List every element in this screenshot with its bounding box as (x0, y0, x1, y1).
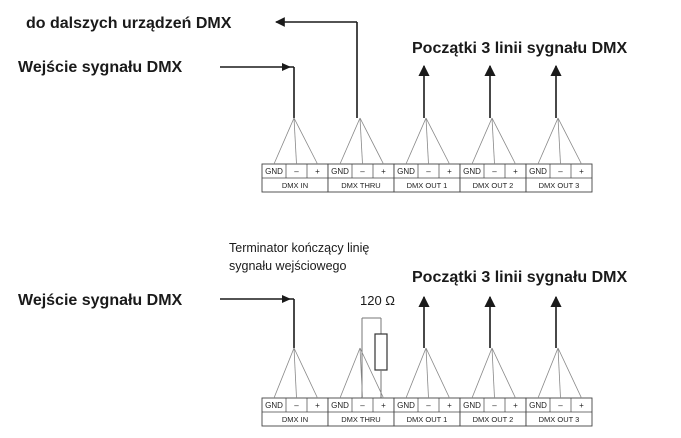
wire-fan-line (471, 117, 493, 165)
wire-fan-line (405, 117, 427, 165)
terminal-pin-label: GND (463, 167, 481, 176)
wire-fan-line (557, 347, 582, 399)
wire-fan-line (491, 117, 516, 165)
wire-fan-line (293, 347, 318, 399)
terminal-pin-label: + (381, 401, 386, 410)
wire-fan-line (405, 347, 427, 399)
wire-fan-line (537, 117, 559, 165)
terminal-pin-label: + (315, 167, 320, 176)
terminal-pin-label: GND (397, 167, 415, 176)
terminal-pin-label: + (315, 401, 320, 410)
terminator-caption-line1: Terminator kończący linię (229, 241, 369, 255)
terminal-pin-label: – (558, 167, 563, 176)
port-label: DMX OUT 3 (539, 181, 580, 190)
terminal-pin-label: + (579, 401, 584, 410)
wire-fan-line (339, 347, 361, 399)
wire-fan-line (425, 347, 450, 399)
terminal-pin-label: GND (265, 167, 283, 176)
terminal-pin-label: GND (529, 167, 547, 176)
terminal-pin-label: GND (463, 401, 481, 410)
terminal-pin-label: GND (331, 401, 349, 410)
wire-fan-line (491, 347, 495, 399)
port-label: DMX OUT 2 (473, 181, 514, 190)
terminal-pin-label: GND (265, 401, 283, 410)
terminal-pin-label: – (360, 167, 365, 176)
wire-fan-line (471, 347, 493, 399)
wire-fan-line (425, 117, 429, 165)
bottom-port-block: GND – + DMX IN (261, 347, 329, 427)
port-label: DMX THRU (341, 181, 380, 190)
terminal-pin-label: + (447, 401, 452, 410)
wire-fan-line (359, 117, 384, 165)
terminal-pin-label: – (492, 401, 497, 410)
top-port-block: GND – + DMX OUT 2 (459, 117, 527, 193)
port-label: DMX OUT 3 (539, 415, 580, 424)
arrowhead-right (282, 63, 291, 71)
wire-fan-line (491, 117, 495, 165)
terminal-pin-label: – (558, 401, 563, 410)
resistor-value-label: 120 Ω (360, 293, 395, 308)
port-label: DMX OUT 1 (407, 181, 448, 190)
terminal-pin-label: – (294, 167, 299, 176)
terminal-pin-label: – (426, 167, 431, 176)
bottom-port-block: GND – + DMX OUT 2 (459, 347, 527, 427)
terminal-pin-label: + (513, 167, 518, 176)
port-label: DMX OUT 1 (407, 415, 448, 424)
bottom-port-block: GND – + DMX OUT 1 (393, 347, 461, 427)
wire-fan-line (293, 347, 297, 399)
terminal-pin-label: + (513, 401, 518, 410)
wire-fan-line (557, 347, 561, 399)
wire-fan-line (339, 117, 361, 165)
label-signal-input-bottom: Wejście sygnału DMX (18, 292, 183, 309)
terminal-pin-label: + (381, 167, 386, 176)
top-port-block: GND – + DMX OUT 3 (525, 117, 593, 193)
wire-fan-line (359, 347, 363, 399)
terminal-pin-label: – (294, 401, 299, 410)
resistor-body (374, 333, 388, 371)
bottom-port-block: GND – + DMX OUT 3 (525, 347, 593, 427)
top-port-block: GND – + DMX OUT 1 (393, 117, 461, 193)
arrowhead-right (282, 295, 291, 303)
terminal-pin-label: GND (397, 401, 415, 410)
wire-fan-line (491, 347, 516, 399)
terminal-pin-label: – (426, 401, 431, 410)
label-signal-outputs-bottom: Początki 3 linii sygnału DMX (412, 269, 627, 286)
terminal-pin-label: GND (331, 167, 349, 176)
label-to-next-devices: do dalszych urządzeń DMX (26, 15, 232, 32)
port-label: DMX THRU (341, 415, 380, 424)
wire-fan-line (359, 347, 384, 399)
label-signal-input-top: Wejście sygnału DMX (18, 59, 183, 76)
wire-fan-line (537, 347, 559, 399)
wire-fan-line (273, 347, 295, 399)
terminal-pin-label: GND (529, 401, 547, 410)
terminal-pin-label: – (492, 167, 497, 176)
wire-fan-line (359, 117, 363, 165)
port-label: DMX OUT 2 (473, 415, 514, 424)
label-signal-outputs-top: Początki 3 linii sygnału DMX (412, 40, 627, 57)
terminal-pin-label: + (579, 167, 584, 176)
top-port-block: GND – +DMX THRU (327, 117, 395, 193)
terminal-pin-label: – (360, 401, 365, 410)
terminator-resistor (361, 317, 388, 400)
terminator-caption-line2: sygnału wejściowego (229, 259, 346, 273)
port-label: DMX IN (282, 181, 308, 190)
wire-fan-line (293, 117, 318, 165)
wire-fan-line (425, 117, 450, 165)
port-label: DMX IN (282, 415, 308, 424)
wire-fan-line (425, 347, 429, 399)
top-port-block: GND – + DMX IN (261, 117, 329, 193)
wire-fan-line (557, 117, 561, 165)
wire-fan-line (557, 117, 582, 165)
terminal-pin-label: + (447, 167, 452, 176)
wire-fan-line (273, 117, 295, 165)
bottom-port-block: GND – +DMX THRU (327, 347, 395, 427)
wire-fan-line (293, 117, 297, 165)
